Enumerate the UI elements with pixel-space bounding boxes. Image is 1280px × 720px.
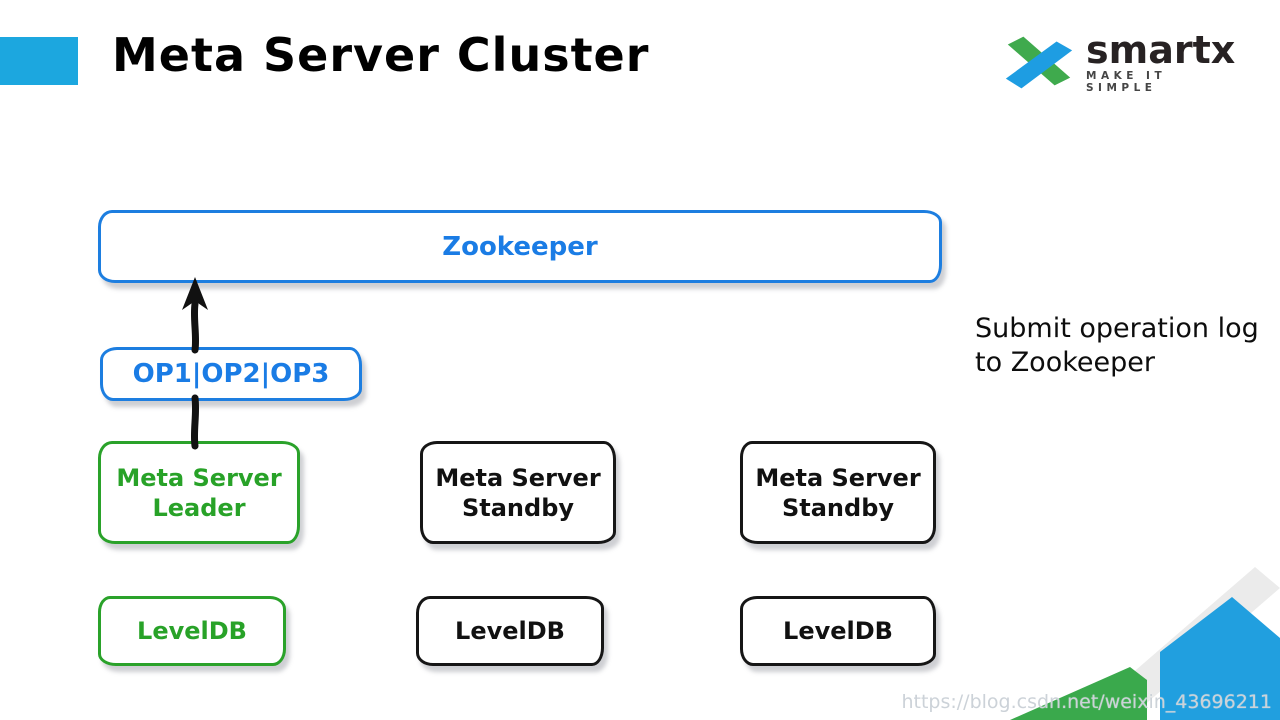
leveldb-box-standby-2: LevelDB	[740, 596, 936, 666]
smartx-x-icon	[1005, 36, 1073, 89]
logo-tagline: MAKE IT SIMPLE	[1086, 70, 1167, 94]
smartx-logo: smartx MAKE IT SIMPLE	[1000, 28, 1236, 94]
meta-server-standby-box-2: Meta Server Standby	[740, 441, 936, 544]
annotation-line1: Submit operation log	[975, 313, 1259, 344]
watermark-url: https://blog.csdn.net/weixin_43696211	[901, 691, 1272, 713]
page-title: Meta Server Cluster	[112, 28, 650, 82]
node-label-line2: Standby	[461, 493, 575, 522]
node-label-line1: Meta Server	[435, 463, 601, 492]
logo-wordmark: smartx	[1086, 28, 1236, 72]
node-label-line1: Meta Server	[116, 463, 282, 492]
leveldb-label: LevelDB	[783, 617, 893, 645]
annotation-text: Submit operation log to Zookeeper	[975, 312, 1265, 380]
zookeeper-label: Zookeeper	[442, 231, 598, 262]
annotation-line2: to Zookeeper	[975, 347, 1155, 378]
leveldb-label: LevelDB	[137, 617, 247, 645]
leveldb-box-standby-1: LevelDB	[416, 596, 604, 666]
title-accent-bar	[0, 37, 78, 85]
logo-text: smartx MAKE IT SIMPLE	[1086, 28, 1236, 94]
leveldb-label: LevelDB	[455, 617, 565, 645]
leveldb-box-leader: LevelDB	[98, 596, 286, 666]
meta-server-leader-box: Meta Server Leader	[98, 441, 300, 544]
oplog-box: OP1|OP2|OP3	[100, 347, 362, 401]
meta-server-standby-box-1: Meta Server Standby	[420, 441, 616, 544]
node-label-line2: Standby	[781, 493, 895, 522]
node-label-line2: Leader	[152, 493, 246, 522]
oplog-label: OP1|OP2|OP3	[132, 359, 330, 389]
corner-decoration	[1010, 567, 1280, 720]
zookeeper-box: Zookeeper	[98, 210, 942, 283]
node-label-line1: Meta Server	[755, 463, 921, 492]
